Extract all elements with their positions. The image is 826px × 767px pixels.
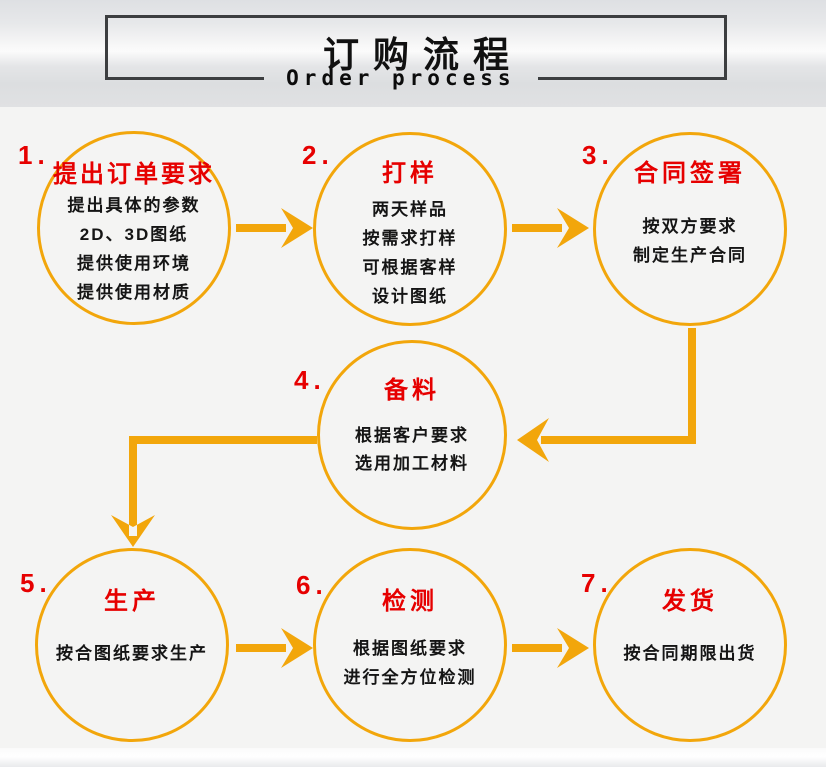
step-circle-shipping: 发货 按合同期限出货	[593, 548, 787, 742]
arrow-step6-to-step7	[512, 628, 589, 668]
step-7-number: 7.	[581, 568, 613, 598]
step-1-number: 1.	[18, 140, 50, 170]
step-detail-line: 提供使用环境	[77, 254, 191, 273]
step-detail-line: 按合同期限出货	[623, 644, 757, 663]
step-detail-line: 可根据客样	[362, 258, 458, 277]
step-detail-line: 提出具体的参数	[67, 196, 201, 215]
arrow-step5-to-step6	[236, 628, 313, 668]
step-title: 备料	[384, 377, 440, 404]
step-detail-line: 2D、3D图纸	[79, 225, 189, 244]
step-detail-line: 根据客户要求	[355, 426, 469, 445]
step-detail-line: 按需求打样	[362, 229, 458, 248]
step-detail-line: 选用加工材料	[355, 454, 469, 473]
step-detail-line: 制定生产合同	[633, 246, 747, 265]
step-detail-line: 根据图纸要求	[353, 639, 467, 658]
step-circle-order-request: 提出订单要求 提出具体的参数 2D、3D图纸 提供使用环境 提供使用材质	[37, 131, 231, 325]
arrow-step4-to-step5-elbow	[111, 436, 317, 547]
step-4-number: 4.	[294, 365, 326, 395]
page-subtitle: Order process	[286, 66, 516, 90]
step-title: 合同签署	[634, 160, 746, 187]
step-title: 提出订单要求	[53, 161, 215, 188]
step-detail-line: 两天样品	[372, 200, 448, 219]
header-subtitle-row: Order process	[105, 64, 727, 92]
arrow-step1-to-step2	[236, 208, 313, 248]
step-5-number: 5.	[20, 568, 52, 598]
step-detail-line: 按双方要求	[642, 217, 738, 236]
step-title: 发货	[662, 588, 718, 615]
header-rule-left	[105, 76, 265, 80]
step-title: 检测	[382, 588, 438, 615]
step-detail-line: 设计图纸	[372, 287, 448, 306]
step-circle-contract-signing: 合同签署 按双方要求 制定生产合同	[593, 132, 787, 326]
footer-gradient-band	[0, 748, 826, 767]
step-detail-line: 提供使用材质	[77, 283, 191, 302]
step-title: 生产	[104, 588, 160, 615]
step-circle-material-preparation: 备料 根据客户要求 选用加工材料	[317, 340, 507, 530]
step-detail-line: 进行全方位检测	[343, 668, 477, 687]
header-rule-right	[537, 76, 727, 80]
header-box: 订购流程 Order process	[105, 15, 727, 90]
step-title: 打样	[382, 160, 438, 187]
step-circle-inspection: 检测 根据图纸要求 进行全方位检测	[313, 548, 507, 742]
step-3-number: 3.	[582, 140, 614, 170]
arrow-step3-to-step4-elbow	[517, 328, 696, 462]
step-circle-production: 生产 按合图纸要求生产	[35, 548, 229, 742]
page-title: 订购流程	[322, 35, 523, 75]
step-circle-sampling: 打样 两天样品 按需求打样 可根据客样 设计图纸	[313, 132, 507, 326]
step-detail-line: 按合图纸要求生产	[56, 644, 208, 663]
arrow-step2-to-step3	[512, 208, 589, 248]
step-2-number: 2.	[302, 140, 334, 170]
step-6-number: 6.	[296, 570, 328, 600]
